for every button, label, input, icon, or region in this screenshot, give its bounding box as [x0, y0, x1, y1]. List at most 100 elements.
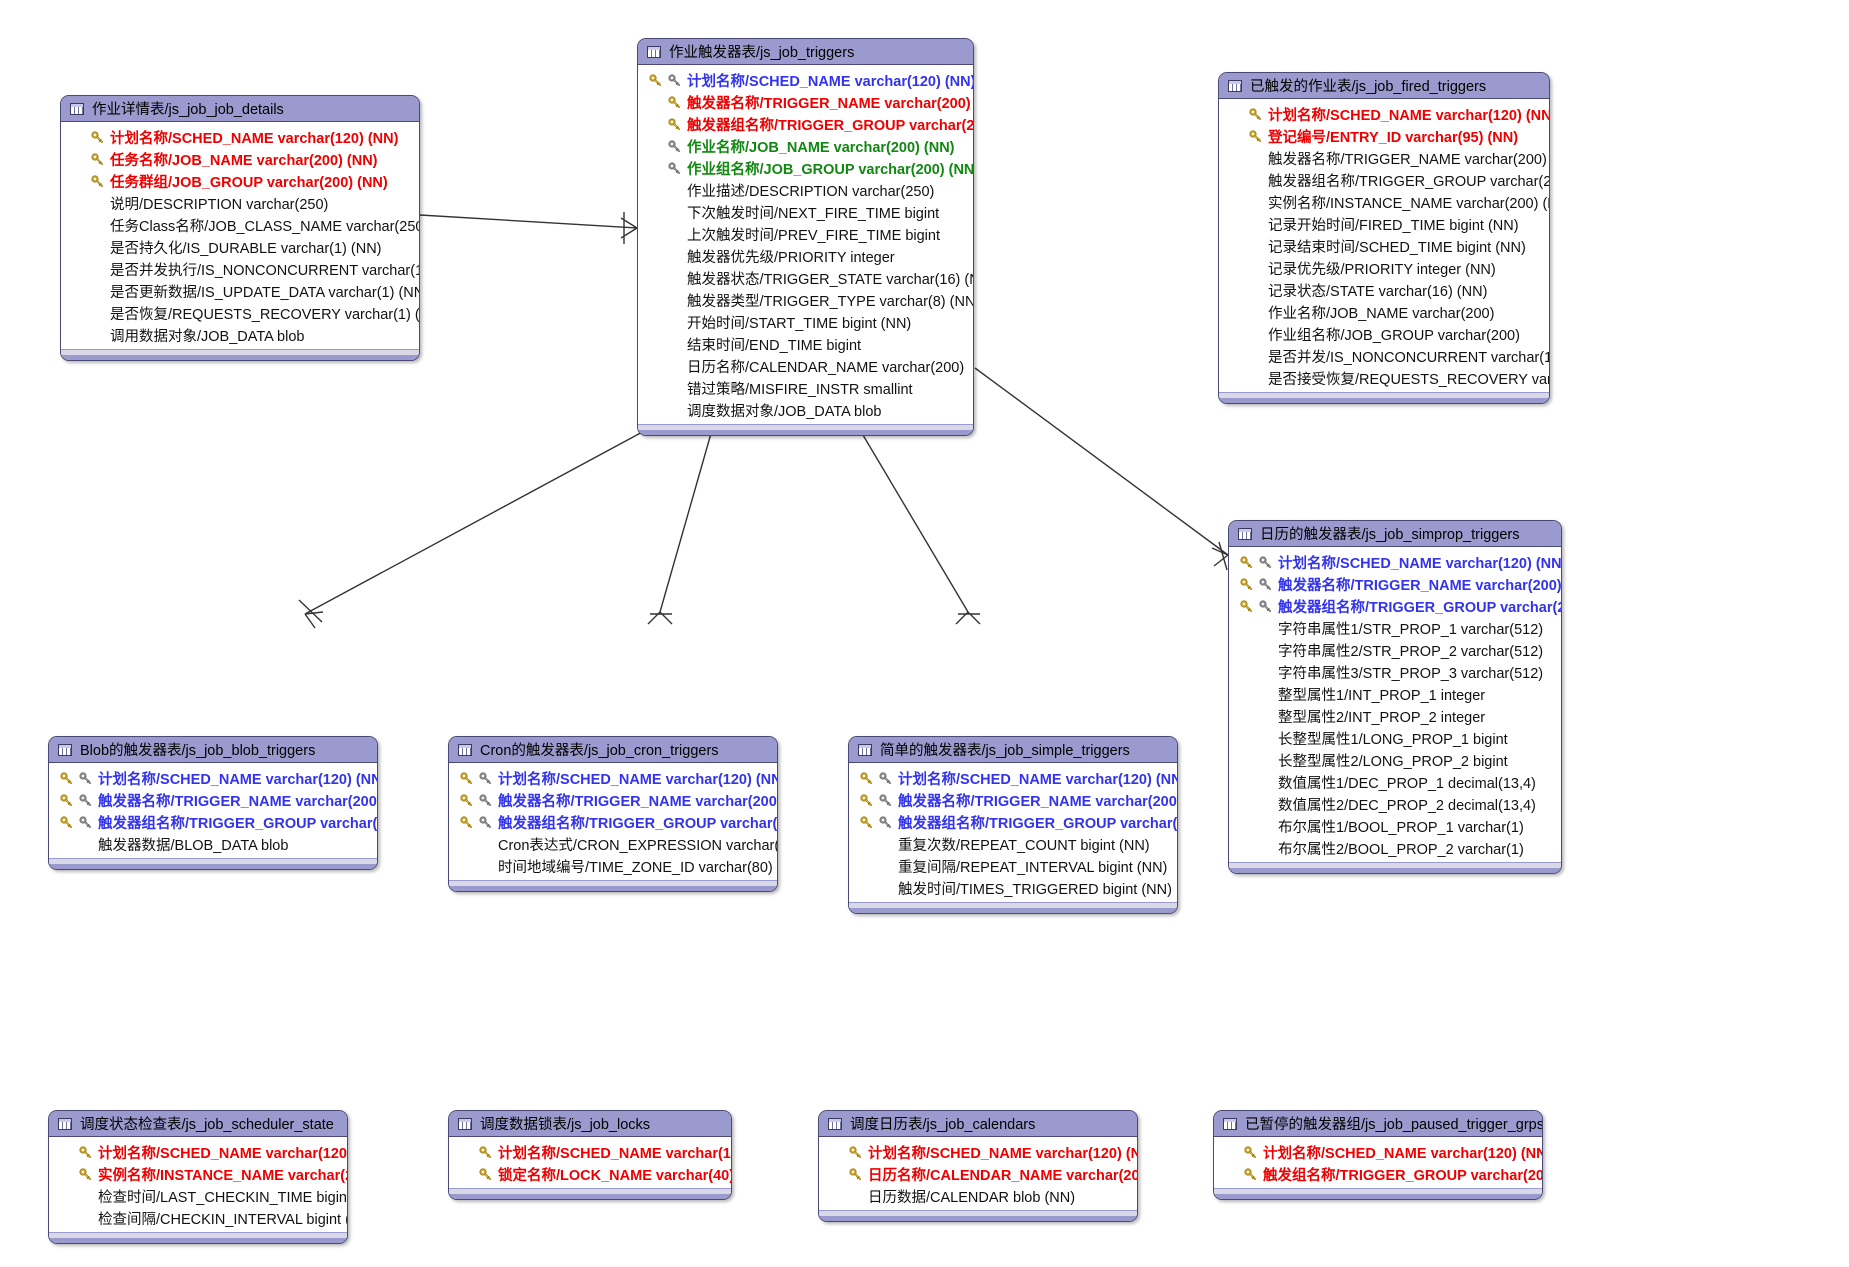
- attribute-row[interactable]: 触发器组名称/TRIGGER_GROUP varchar(200) (NN): [449, 811, 777, 833]
- attribute-row[interactable]: 任务Class名称/JOB_CLASS_NAME varchar(250) (N…: [61, 214, 419, 236]
- attribute-row[interactable]: 调用数据对象/JOB_DATA blob: [61, 324, 419, 346]
- attribute-row[interactable]: 计划名称/SCHED_NAME varchar(120) (NN): [49, 767, 377, 789]
- attribute-row[interactable]: 字符串属性2/STR_PROP_2 varchar(512): [1229, 639, 1561, 661]
- attribute-row[interactable]: 是否并发执行/IS_NONCONCURRENT varchar(1) (NN): [61, 258, 419, 280]
- attribute-row[interactable]: 字符串属性3/STR_PROP_3 varchar(512): [1229, 661, 1561, 683]
- attribute-row[interactable]: 重复间隔/REPEAT_INTERVAL bigint (NN): [849, 855, 1177, 877]
- attribute-row[interactable]: 触发器组名称/TRIGGER_GROUP varchar(200) (NN): [49, 811, 377, 833]
- attribute-row[interactable]: 检查间隔/CHECKIN_INTERVAL bigint (NN): [49, 1207, 347, 1229]
- attribute-row[interactable]: 检查时间/LAST_CHECKIN_TIME bigint (NN): [49, 1185, 347, 1207]
- attribute-row[interactable]: 触发器名称/TRIGGER_NAME varchar(200) (NN): [1219, 147, 1549, 169]
- attribute-row[interactable]: 触发器组名称/TRIGGER_GROUP varchar(200) (NN): [849, 811, 1177, 833]
- attribute-row[interactable]: 触发器名称/TRIGGER_NAME varchar(200) (NN): [849, 789, 1177, 811]
- attribute-row[interactable]: 作业描述/DESCRIPTION varchar(250): [638, 179, 973, 201]
- entity-header-simprop_triggers[interactable]: 日历的触发器表/js_job_simprop_triggers: [1229, 521, 1561, 547]
- attribute-row[interactable]: 触发器组名称/TRIGGER_GROUP varchar(200) (NN): [638, 113, 973, 135]
- attribute-row[interactable]: 是否接受恢复/REQUESTS_RECOVERY varchar(1): [1219, 367, 1549, 389]
- attribute-row[interactable]: 是否恢复/REQUESTS_RECOVERY varchar(1) (NN): [61, 302, 419, 324]
- attribute-row[interactable]: 计划名称/SCHED_NAME varchar(120) (NN): [449, 1141, 731, 1163]
- attribute-row[interactable]: 触发器名称/TRIGGER_NAME varchar(200) (NN): [449, 789, 777, 811]
- attribute-row[interactable]: 实例名称/INSTANCE_NAME varchar(200) (NN): [1219, 191, 1549, 213]
- attribute-row[interactable]: 说明/DESCRIPTION varchar(250): [61, 192, 419, 214]
- attribute-row[interactable]: 布尔属性2/BOOL_PROP_2 varchar(1): [1229, 837, 1561, 859]
- attribute-row[interactable]: 触发器优先级/PRIORITY integer: [638, 245, 973, 267]
- attribute-row[interactable]: 作业组名称/JOB_GROUP varchar(200): [1219, 323, 1549, 345]
- entity-calendars[interactable]: 调度日历表/js_job_calendars 计划名称/SCHED_NAME va…: [818, 1110, 1138, 1222]
- entity-simple_triggers[interactable]: 简单的触发器表/js_job_simple_triggers 计划名称/SCHED…: [848, 736, 1178, 914]
- attribute-row[interactable]: 触发器组名称/TRIGGER_GROUP varchar(200) (NN): [1219, 169, 1549, 191]
- attribute-row[interactable]: 是否更新数据/IS_UPDATE_DATA varchar(1) (NN): [61, 280, 419, 302]
- attribute-row[interactable]: 登记编号/ENTRY_ID varchar(95) (NN): [1219, 125, 1549, 147]
- attribute-row[interactable]: 计划名称/SCHED_NAME varchar(120) (NN): [1219, 103, 1549, 125]
- entity-job_details[interactable]: 作业详情表/js_job_job_details 计划名称/SCHED_NAME …: [60, 95, 420, 361]
- entity-header-job_details[interactable]: 作业详情表/js_job_job_details: [61, 96, 419, 122]
- attribute-row[interactable]: 任务群组/JOB_GROUP varchar(200) (NN): [61, 170, 419, 192]
- attribute-row[interactable]: 实例名称/INSTANCE_NAME varchar(200) (NN): [49, 1163, 347, 1185]
- attribute-row[interactable]: 触发时间/TIMES_TRIGGERED bigint (NN): [849, 877, 1177, 899]
- attribute-row[interactable]: 记录开始时间/FIRED_TIME bigint (NN): [1219, 213, 1549, 235]
- entity-header-triggers[interactable]: 作业触发器表/js_job_triggers: [638, 39, 973, 65]
- entity-header-blob_triggers[interactable]: Blob的触发器表/js_job_blob_triggers: [49, 737, 377, 763]
- attribute-row[interactable]: 下次触发时间/NEXT_FIRE_TIME bigint: [638, 201, 973, 223]
- attribute-row[interactable]: 触发器组名称/TRIGGER_GROUP varchar(200) (NN): [1229, 595, 1561, 617]
- entity-locks[interactable]: 调度数据锁表/js_job_locks 计划名称/SCHED_NAME varch…: [448, 1110, 732, 1200]
- attribute-row[interactable]: 日历名称/CALENDAR_NAME varchar(200) (NN): [819, 1163, 1137, 1185]
- attribute-row[interactable]: 调度数据对象/JOB_DATA blob: [638, 399, 973, 421]
- attribute-row[interactable]: 日历名称/CALENDAR_NAME varchar(200): [638, 355, 973, 377]
- attribute-row[interactable]: 计划名称/SCHED_NAME varchar(120) (NN): [819, 1141, 1137, 1163]
- entity-cron_triggers[interactable]: Cron的触发器表/js_job_cron_triggers 计划名称/SCHED…: [448, 736, 778, 892]
- attribute-row[interactable]: 记录结束时间/SCHED_TIME bigint (NN): [1219, 235, 1549, 257]
- attribute-row[interactable]: 长整型属性2/LONG_PROP_2 bigint: [1229, 749, 1561, 771]
- attribute-row[interactable]: 作业名称/JOB_NAME varchar(200) (NN): [638, 135, 973, 157]
- attribute-row[interactable]: 计划名称/SCHED_NAME varchar(120) (NN): [1214, 1141, 1542, 1163]
- entity-header-simple_triggers[interactable]: 简单的触发器表/js_job_simple_triggers: [849, 737, 1177, 763]
- attribute-row[interactable]: 时间地域编号/TIME_ZONE_ID varchar(80): [449, 855, 777, 877]
- attribute-row[interactable]: 计划名称/SCHED_NAME varchar(120) (NN): [638, 69, 973, 91]
- attribute-row[interactable]: 数值属性1/DEC_PROP_1 decimal(13,4): [1229, 771, 1561, 793]
- attribute-row[interactable]: 触发器类型/TRIGGER_TYPE varchar(8) (NN): [638, 289, 973, 311]
- attribute-row[interactable]: 触发器名称/TRIGGER_NAME varchar(200) (NN): [49, 789, 377, 811]
- attribute-row[interactable]: 重复次数/REPEAT_COUNT bigint (NN): [849, 833, 1177, 855]
- attribute-row[interactable]: 计划名称/SCHED_NAME varchar(120) (NN): [1229, 551, 1561, 573]
- attribute-row[interactable]: 上次触发时间/PREV_FIRE_TIME bigint: [638, 223, 973, 245]
- entity-header-locks[interactable]: 调度数据锁表/js_job_locks: [449, 1111, 731, 1137]
- entity-scheduler_state[interactable]: 调度状态检查表/js_job_scheduler_state 计划名称/SCHED…: [48, 1110, 348, 1244]
- entity-fired_triggers[interactable]: 已触发的作业表/js_job_fired_triggers 计划名称/SCHED_…: [1218, 72, 1550, 404]
- attribute-row[interactable]: 触发组名称/TRIGGER_GROUP varchar(200) (NN): [1214, 1163, 1542, 1185]
- attribute-row[interactable]: 是否持久化/IS_DURABLE varchar(1) (NN): [61, 236, 419, 258]
- attribute-row[interactable]: 作业组名称/JOB_GROUP varchar(200) (NN): [638, 157, 973, 179]
- entity-paused_trigger_grps[interactable]: 已暂停的触发器组/js_job_paused_trigger_grps 计划名称/…: [1213, 1110, 1543, 1200]
- entity-triggers[interactable]: 作业触发器表/js_job_triggers 计划名称/SCHED_NAME va…: [637, 38, 974, 436]
- attribute-row[interactable]: 记录状态/STATE varchar(16) (NN): [1219, 279, 1549, 301]
- attribute-row[interactable]: 计划名称/SCHED_NAME varchar(120) (NN): [449, 767, 777, 789]
- attribute-row[interactable]: 触发器名称/TRIGGER_NAME varchar(200) (NN): [1229, 573, 1561, 595]
- attribute-row[interactable]: 记录优先级/PRIORITY integer (NN): [1219, 257, 1549, 279]
- attribute-row[interactable]: 锁定名称/LOCK_NAME varchar(40) (NN): [449, 1163, 731, 1185]
- attribute-row[interactable]: 任务名称/JOB_NAME varchar(200) (NN): [61, 148, 419, 170]
- attribute-row[interactable]: 整型属性1/INT_PROP_1 integer: [1229, 683, 1561, 705]
- attribute-row[interactable]: 计划名称/SCHED_NAME varchar(120) (NN): [49, 1141, 347, 1163]
- attribute-row[interactable]: 计划名称/SCHED_NAME varchar(120) (NN): [61, 126, 419, 148]
- entity-simprop_triggers[interactable]: 日历的触发器表/js_job_simprop_triggers 计划名称/SCHE…: [1228, 520, 1562, 874]
- entity-header-fired_triggers[interactable]: 已触发的作业表/js_job_fired_triggers: [1219, 73, 1549, 99]
- entity-header-cron_triggers[interactable]: Cron的触发器表/js_job_cron_triggers: [449, 737, 777, 763]
- attribute-row[interactable]: 整型属性2/INT_PROP_2 integer: [1229, 705, 1561, 727]
- attribute-row[interactable]: 作业名称/JOB_NAME varchar(200): [1219, 301, 1549, 323]
- attribute-row[interactable]: 计划名称/SCHED_NAME varchar(120) (NN): [849, 767, 1177, 789]
- attribute-row[interactable]: Cron表达式/CRON_EXPRESSION varchar(120) (NN…: [449, 833, 777, 855]
- attribute-row[interactable]: 触发器数据/BLOB_DATA blob: [49, 833, 377, 855]
- entity-header-paused_trigger_grps[interactable]: 已暂停的触发器组/js_job_paused_trigger_grps: [1214, 1111, 1542, 1137]
- entity-header-calendars[interactable]: 调度日历表/js_job_calendars: [819, 1111, 1137, 1137]
- attribute-row[interactable]: 触发器状态/TRIGGER_STATE varchar(16) (NN): [638, 267, 973, 289]
- entity-blob_triggers[interactable]: Blob的触发器表/js_job_blob_triggers 计划名称/SCHED…: [48, 736, 378, 870]
- attribute-row[interactable]: 触发器名称/TRIGGER_NAME varchar(200) (NN): [638, 91, 973, 113]
- attribute-row[interactable]: 布尔属性1/BOOL_PROP_1 varchar(1): [1229, 815, 1561, 837]
- attribute-row[interactable]: 开始时间/START_TIME bigint (NN): [638, 311, 973, 333]
- attribute-row[interactable]: 日历数据/CALENDAR blob (NN): [819, 1185, 1137, 1207]
- attribute-row[interactable]: 长整型属性1/LONG_PROP_1 bigint: [1229, 727, 1561, 749]
- attribute-row[interactable]: 结束时间/END_TIME bigint: [638, 333, 973, 355]
- entity-header-scheduler_state[interactable]: 调度状态检查表/js_job_scheduler_state: [49, 1111, 347, 1137]
- attribute-row[interactable]: 数值属性2/DEC_PROP_2 decimal(13,4): [1229, 793, 1561, 815]
- attribute-row[interactable]: 错过策略/MISFIRE_INSTR smallint: [638, 377, 973, 399]
- attribute-row[interactable]: 是否并发/IS_NONCONCURRENT varchar(1): [1219, 345, 1549, 367]
